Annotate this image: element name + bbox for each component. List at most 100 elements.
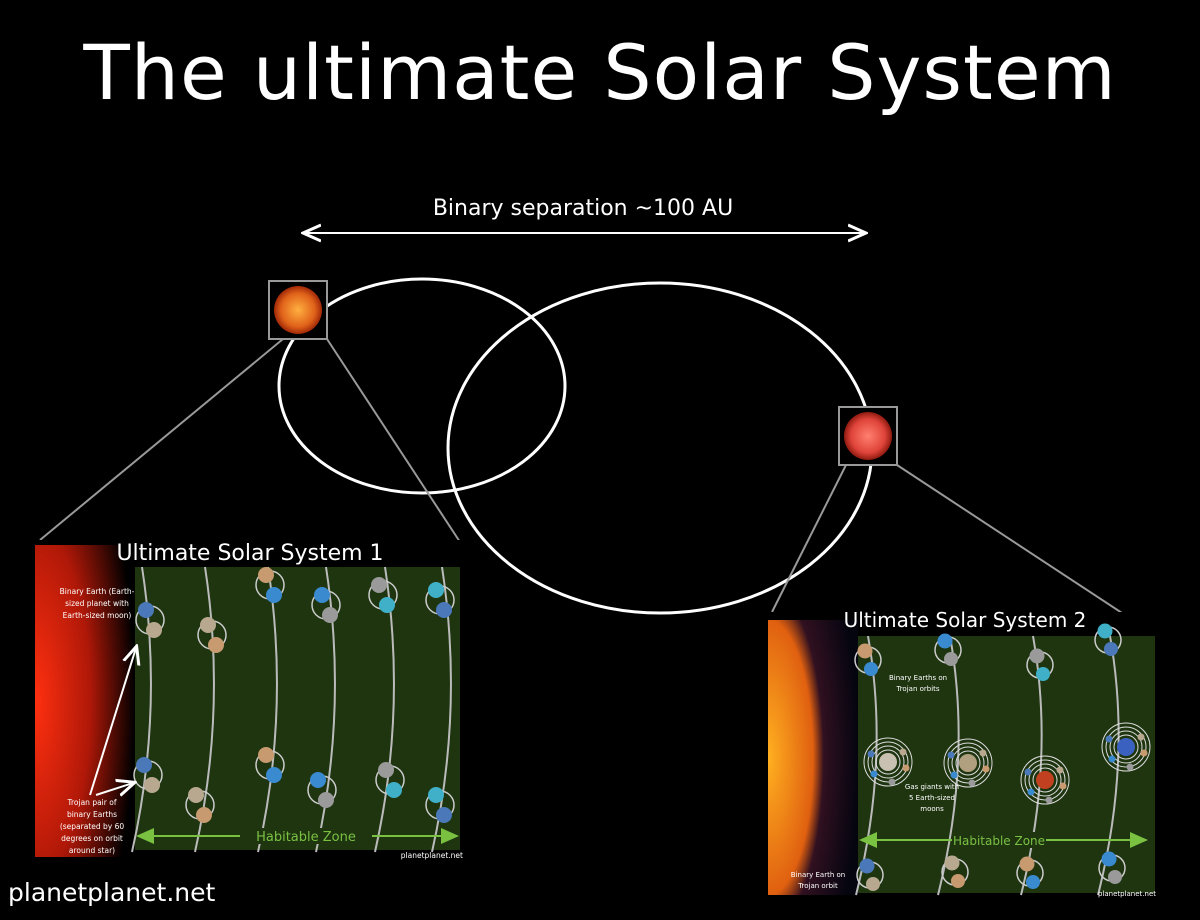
zoom-line <box>39 338 284 541</box>
moon-orbit-ring <box>951 746 985 780</box>
earth-sized-moon <box>870 770 878 778</box>
moon-orbit-ring <box>875 749 901 775</box>
inset-ultimate-solar-system-1: Ultimate Solar System 1 Binary Earth (Ea… <box>35 540 465 862</box>
moon-planet <box>318 792 334 808</box>
moon-planet <box>386 782 402 798</box>
note-line: moons <box>920 805 944 813</box>
orbit-star-1 <box>277 277 567 495</box>
moon-planet <box>1108 870 1122 884</box>
star-glow <box>768 620 858 895</box>
note-line: Binary Earth on <box>791 871 845 879</box>
moon-planet <box>436 602 452 618</box>
planet-orbit <box>257 566 278 853</box>
moon-planet <box>1026 875 1040 889</box>
planet <box>136 757 152 773</box>
note-line: Trojan pair of <box>67 798 117 807</box>
note-line: Trojan orbits <box>895 685 939 693</box>
planet <box>378 762 394 778</box>
earth-sized-moon <box>1137 733 1145 741</box>
note-line: binary Earths <box>67 810 117 819</box>
zoom-line <box>326 338 461 543</box>
note-line: around star) <box>69 846 115 855</box>
earth-sized-moon <box>1105 735 1113 743</box>
moon-planet <box>266 587 282 603</box>
planet <box>138 602 154 618</box>
planet <box>258 567 274 583</box>
moon-planet <box>208 637 224 653</box>
earth-sized-moon <box>979 749 987 757</box>
earth-sized-moon <box>968 779 976 787</box>
star-glow <box>35 545 135 857</box>
earth-sized-moon <box>1140 749 1148 757</box>
moon-orbit-ring <box>1109 730 1143 764</box>
moon-orbit-ring <box>863 737 913 787</box>
moon-planet <box>944 652 958 666</box>
slide-title: The ultimate Solar System <box>83 28 1117 117</box>
earth-sized-moon <box>947 751 955 759</box>
earth-sized-moon <box>1059 782 1067 790</box>
moon-planet <box>146 622 162 638</box>
earth-sized-moon <box>902 764 910 772</box>
planet <box>200 617 216 633</box>
moon-orbit-ring <box>871 745 905 779</box>
habitable-zone-label: Habitable Zone <box>953 834 1045 848</box>
moon-planet <box>196 807 212 823</box>
moon-orbit-ring <box>1028 763 1062 797</box>
moon-orbit-ring <box>1024 759 1066 801</box>
planet <box>859 858 875 874</box>
note-line: degrees on orbit <box>61 834 123 843</box>
zoom-line <box>771 464 847 613</box>
moon-orbit-ring <box>947 742 989 784</box>
earth-sized-moon <box>1056 766 1064 774</box>
moon-orbit-ring <box>1113 734 1139 760</box>
credit: planetplanet.net <box>1098 890 1156 898</box>
inset1-title: Ultimate Solar System 1 <box>116 541 383 566</box>
earth-sized-moon <box>982 765 990 773</box>
inset-ultimate-solar-system-2: Ultimate Solar System 2 Binary Earths on… <box>768 608 1160 902</box>
note-line: (separated by 60 <box>60 822 125 831</box>
moon-orbit-ring <box>1032 767 1058 793</box>
earth-sized-moon <box>888 778 896 786</box>
moon-planet <box>436 807 452 823</box>
moon-planet <box>951 874 965 888</box>
earth-sized-moon <box>1027 788 1035 796</box>
planet <box>937 633 953 649</box>
moon-planet <box>144 777 160 793</box>
planet <box>1029 648 1045 664</box>
planet-orbit <box>315 566 336 853</box>
planet <box>258 747 274 763</box>
planet <box>428 787 444 803</box>
note-line: sized planet with <box>65 599 129 608</box>
earth-sized-moon <box>867 750 875 758</box>
credit: planetplanet.net <box>401 851 463 860</box>
planet <box>1019 856 1035 872</box>
gas-giant <box>879 753 897 771</box>
gas-giant <box>1117 738 1135 756</box>
star-2 <box>844 412 892 460</box>
planet <box>944 855 960 871</box>
moon-planet <box>866 877 880 891</box>
note-line: Earth-sized moon) <box>63 611 132 620</box>
moon-planet <box>1036 667 1050 681</box>
star-1 <box>274 286 322 334</box>
footer-site-label: planetplanet.net <box>8 878 216 907</box>
planet <box>1101 851 1117 867</box>
earth-sized-moon <box>899 748 907 756</box>
note-line: Gas giants with <box>905 783 959 791</box>
earth-sized-moon <box>1126 763 1134 771</box>
moon-planet <box>266 767 282 783</box>
zoom-line <box>896 464 1158 637</box>
orbit-star-2 <box>446 281 874 615</box>
habitable-zone-label: Habitable Zone <box>256 830 356 845</box>
gas-giant <box>959 754 977 772</box>
planet <box>428 582 444 598</box>
earth-sized-moon <box>1024 768 1032 776</box>
planet <box>188 787 204 803</box>
note-line: 5 Earth-sized <box>909 794 955 802</box>
moon-planet <box>379 597 395 613</box>
earth-sized-moon <box>1045 796 1053 804</box>
earth-sized-moon <box>1108 755 1116 763</box>
gas-giant <box>1036 771 1054 789</box>
note-line: Binary Earth (Earth- <box>60 587 135 596</box>
